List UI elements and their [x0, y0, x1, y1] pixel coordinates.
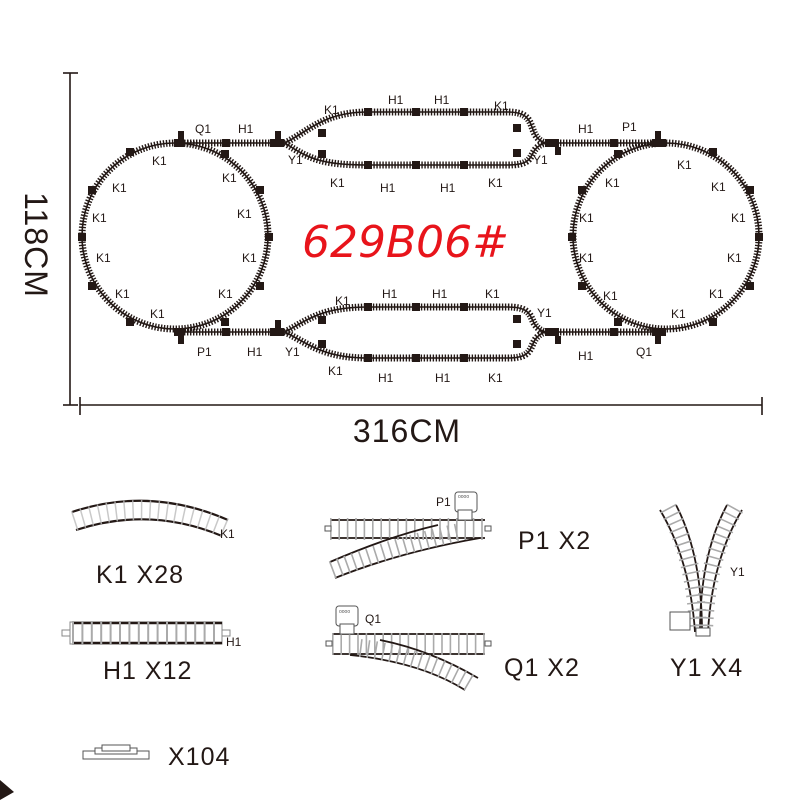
svg-text:K1: K1: [115, 287, 130, 301]
h1-quantity: H1 X12: [103, 657, 192, 685]
svg-text:K1: K1: [603, 289, 618, 303]
svg-text:K1: K1: [112, 181, 127, 195]
h1-tag: H1: [226, 635, 242, 649]
y1-quantity: Y1 X4: [670, 654, 743, 682]
connector-quantity: X104: [168, 743, 230, 771]
svg-text:oooo: oooo: [339, 609, 350, 615]
top-left-labels: Q1 H1 Y1: [195, 122, 303, 167]
svg-text:K1: K1: [605, 176, 620, 190]
svg-text:K1: K1: [152, 154, 167, 168]
svg-text:H1: H1: [382, 287, 398, 301]
svg-text:K1: K1: [330, 176, 345, 190]
svg-text:K1: K1: [711, 180, 726, 194]
part-p1: oooo P1 P1 X2: [324, 491, 591, 579]
svg-text:K1: K1: [727, 251, 742, 265]
svg-text:K1: K1: [488, 176, 503, 190]
q1-quantity: Q1 X2: [504, 654, 580, 682]
svg-text:P1: P1: [197, 345, 212, 359]
svg-text:H1: H1: [434, 93, 450, 107]
rail-connector-icon: [82, 744, 150, 760]
svg-text:Y1: Y1: [288, 153, 303, 167]
y-switch-icon: [659, 503, 743, 637]
svg-text:K1: K1: [709, 287, 724, 301]
q1-tag: Q1: [365, 612, 381, 626]
svg-text:H1: H1: [578, 122, 594, 136]
width-dimension: 316CM: [79, 397, 763, 449]
svg-text:H1: H1: [578, 349, 594, 363]
svg-text:K1: K1: [579, 211, 594, 225]
bottom-right-labels: Y1 H1 Q1: [537, 306, 652, 363]
right-turnout-icon: oooo: [325, 605, 492, 692]
k1-quantity: K1 X28: [96, 561, 184, 589]
part-connector: X104: [82, 743, 230, 771]
svg-text:H1: H1: [440, 181, 456, 195]
svg-text:H1: H1: [378, 371, 394, 385]
right-loop-labels: K1 K1 K1 K1 K1 K1 K1 K1 K1 K1: [579, 158, 746, 321]
model-number: 629B06#: [302, 217, 509, 268]
svg-text:K1: K1: [222, 171, 237, 185]
p1-quantity: P1 X2: [518, 527, 591, 555]
svg-text:H1: H1: [435, 371, 451, 385]
bottom-siding-upper-labels: K1 H1 H1 K1: [335, 287, 500, 308]
svg-text:K1: K1: [237, 207, 252, 221]
top-right-labels: Y1 H1 P1: [533, 120, 637, 167]
svg-text:H1: H1: [388, 93, 404, 107]
svg-text:K1: K1: [324, 103, 339, 117]
svg-text:H1: H1: [380, 181, 396, 195]
svg-text:K1: K1: [485, 287, 500, 301]
straight-track-icon: [61, 621, 231, 645]
p1-tag: P1: [436, 495, 451, 509]
part-h1: H1 H1 X12: [61, 621, 242, 685]
svg-text:Y1: Y1: [537, 306, 552, 320]
svg-text:Q1: Q1: [636, 345, 652, 359]
svg-text:H1: H1: [238, 122, 254, 136]
svg-text:K1: K1: [731, 211, 746, 225]
part-y1: Y1 Y1 X4: [659, 503, 745, 682]
width-label: 316CM: [353, 413, 461, 449]
svg-text:K1: K1: [335, 294, 350, 308]
bottom-left-labels: P1 H1 Y1: [197, 345, 300, 359]
height-label: 118CM: [18, 192, 54, 298]
bottom-siding-lower-labels: K1 H1 H1 K1: [328, 364, 503, 385]
track-layout: K1 K1 K1 K1 K1 K1 K1 K1 K1 K1 Q1 H1 Y1 K…: [78, 93, 763, 385]
svg-text:Y1: Y1: [533, 153, 548, 167]
svg-text:K1: K1: [494, 99, 509, 113]
svg-text:K1: K1: [671, 307, 686, 321]
left-turnout-icon: oooo: [324, 491, 492, 579]
svg-text:H1: H1: [247, 345, 263, 359]
svg-text:K1: K1: [218, 287, 233, 301]
svg-text:Q1: Q1: [195, 122, 211, 136]
height-dimension: 118CM: [18, 72, 78, 406]
svg-text:H1: H1: [432, 287, 448, 301]
svg-text:K1: K1: [92, 211, 107, 225]
svg-text:K1: K1: [96, 251, 111, 265]
svg-text:K1: K1: [150, 307, 165, 321]
corner-mark: [0, 780, 14, 800]
top-siding-lower-labels: K1 H1 H1 K1: [330, 176, 503, 195]
svg-text:K1: K1: [677, 158, 692, 172]
parts-legend: K1 K1 X28 H1 H1 X12: [61, 491, 745, 771]
svg-text:K1: K1: [328, 364, 343, 378]
left-loop-labels: K1 K1 K1 K1 K1 K1 K1 K1 K1 K1: [92, 154, 257, 321]
part-q1: oooo Q1 Q1 X2: [325, 605, 580, 692]
part-k1: K1 K1 X28: [70, 499, 235, 589]
y1-tag: Y1: [730, 565, 745, 579]
svg-text:P1: P1: [622, 120, 637, 134]
svg-text:K1: K1: [488, 371, 503, 385]
k1-tag: K1: [220, 527, 235, 541]
top-siding-upper-labels: K1 H1 H1 K1: [324, 93, 509, 117]
svg-text:K1: K1: [579, 251, 594, 265]
track-joints: [78, 108, 763, 362]
svg-text:K1: K1: [242, 251, 257, 265]
svg-text:oooo: oooo: [458, 494, 469, 500]
svg-text:Y1: Y1: [285, 345, 300, 359]
curved-track-icon: [70, 499, 229, 538]
